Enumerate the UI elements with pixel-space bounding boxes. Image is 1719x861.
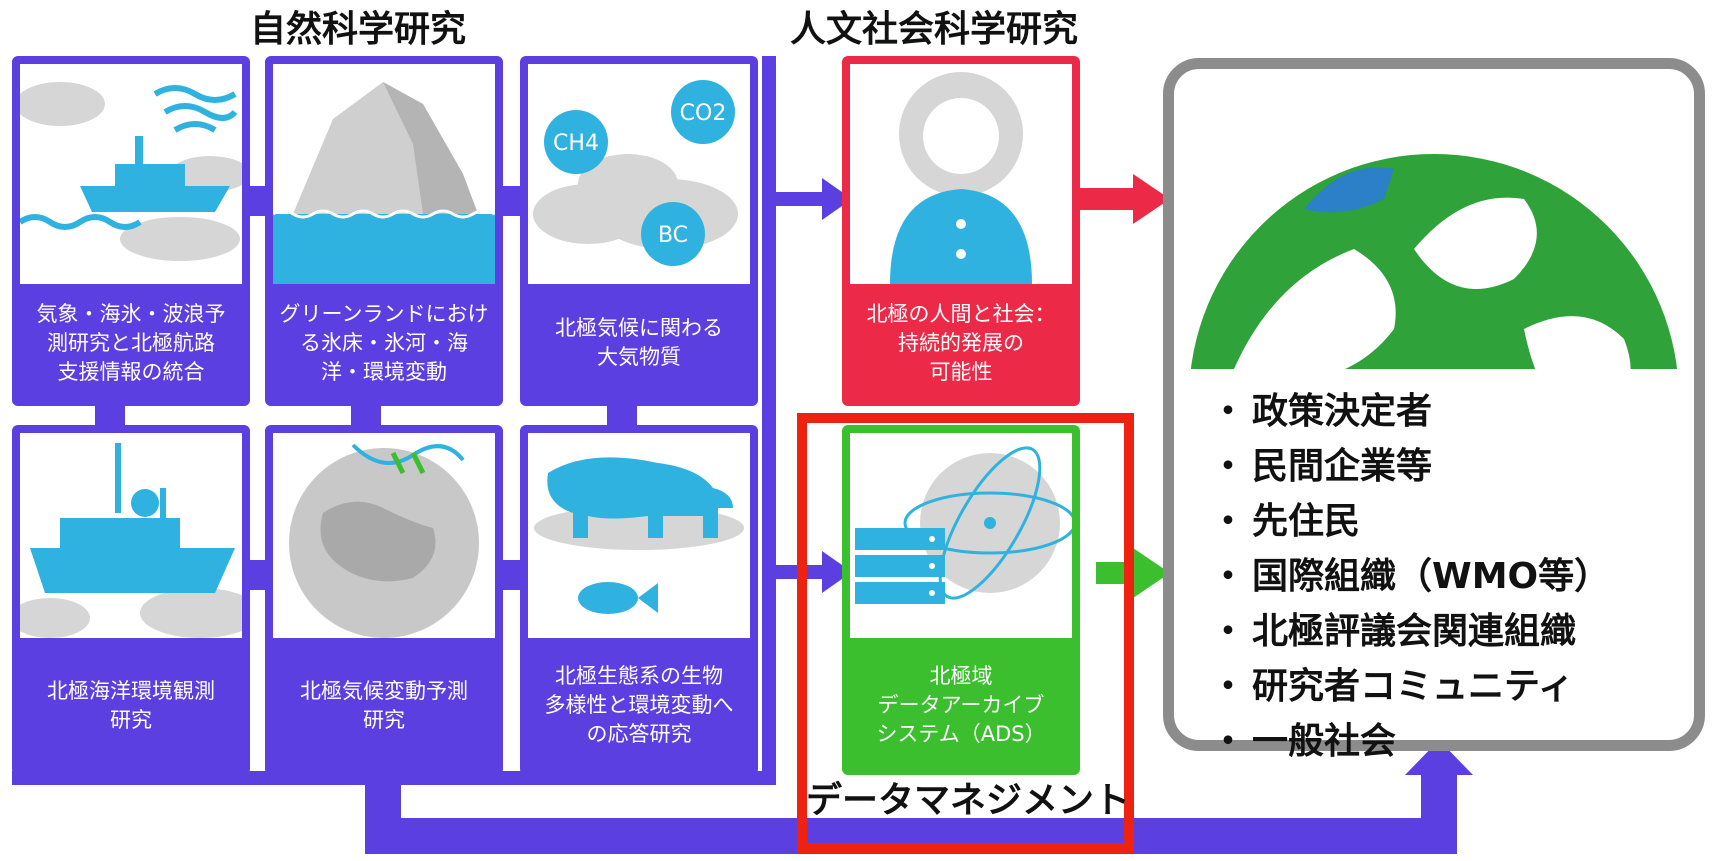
gas-co2-label: CO2 <box>680 101 727 126</box>
card-arctic-data-archive: 北極域 データアーカイブ システム（ADS） <box>842 425 1080 775</box>
research-vessel-icon <box>20 443 242 638</box>
card-weather-sea-ice: 気象・海氷・波浪予 測研究と北極航路 支援情報の統合 <box>12 56 250 406</box>
card-atmospheric-substances: CH4 CO2 BC 北極気候に関わる 大気物質 <box>520 56 758 406</box>
globe-arrows-icon <box>289 443 479 638</box>
card-label: 気象・海氷・波浪予 測研究と北極航路 支援情報の統合 <box>36 301 226 384</box>
card-greenland-ice: グリーンランドにおけ る氷床・氷河・海 洋・環境変動 <box>265 56 503 406</box>
card-label: 北極の人間と社会： 持続的発展の 可能性 <box>866 301 1056 384</box>
audience-item: 政策決定者 <box>1210 384 1610 439</box>
gas-ch4-label: CH4 <box>553 131 599 156</box>
card-arctic-people-society: 北極の人間と社会： 持続的発展の 可能性 <box>842 56 1080 406</box>
audience-item: 北極評議会関連組織 <box>1210 604 1610 659</box>
card-label: 北極生態系の生物 多様性と環境変動へ の応答研究 <box>544 664 734 746</box>
iceberg-icon <box>273 82 495 284</box>
arctic-person-icon <box>890 72 1032 284</box>
card-label: グリーンランドにおけ る氷床・氷河・海 洋・環境変動 <box>279 301 489 384</box>
audience-item: 民間企業等 <box>1210 439 1610 494</box>
data-server-globe-icon <box>855 446 1072 604</box>
audience-item: 先住民 <box>1210 494 1610 549</box>
audience-item: 一般社会 <box>1210 714 1610 769</box>
gas-bc-label: BC <box>658 223 688 248</box>
card-ecosystem-biodiversity: 北極生態系の生物 多様性と環境変動へ の応答研究 <box>520 425 758 775</box>
card-label: 北極気候変動予測 研究 <box>300 678 468 732</box>
card-label: 北極気候に関わる 大気物質 <box>555 316 723 369</box>
audience-item: 国際組織（WMO等） <box>1210 549 1610 604</box>
natural-science-heading: 自然科学研究 <box>250 9 467 50</box>
atmospheric-gases-icon: CH4 CO2 BC <box>533 80 738 266</box>
ship-on-waves-icon <box>20 82 242 261</box>
audience-item: 研究者コミュニティ <box>1210 659 1610 714</box>
data-management-label: データマネジメント <box>806 780 1131 821</box>
card-ocean-observation: 北極海洋環境観測 研究 <box>12 425 250 775</box>
audience-list: 政策決定者 民間企業等 先住民 国際組織（WMO等） 北極評議会関連組織 研究者… <box>1210 384 1610 769</box>
card-climate-prediction: 北極気候変動予測 研究 <box>265 425 503 775</box>
card-label: 北極海洋環境観測 研究 <box>47 678 215 732</box>
polar-bear-fish-icon <box>534 457 744 614</box>
card-label: 北極域 データアーカイブ システム（ADS） <box>876 664 1046 746</box>
data-management-highlight <box>797 413 1134 853</box>
humanities-social-heading: 人文社会科学研究 <box>790 9 1079 50</box>
